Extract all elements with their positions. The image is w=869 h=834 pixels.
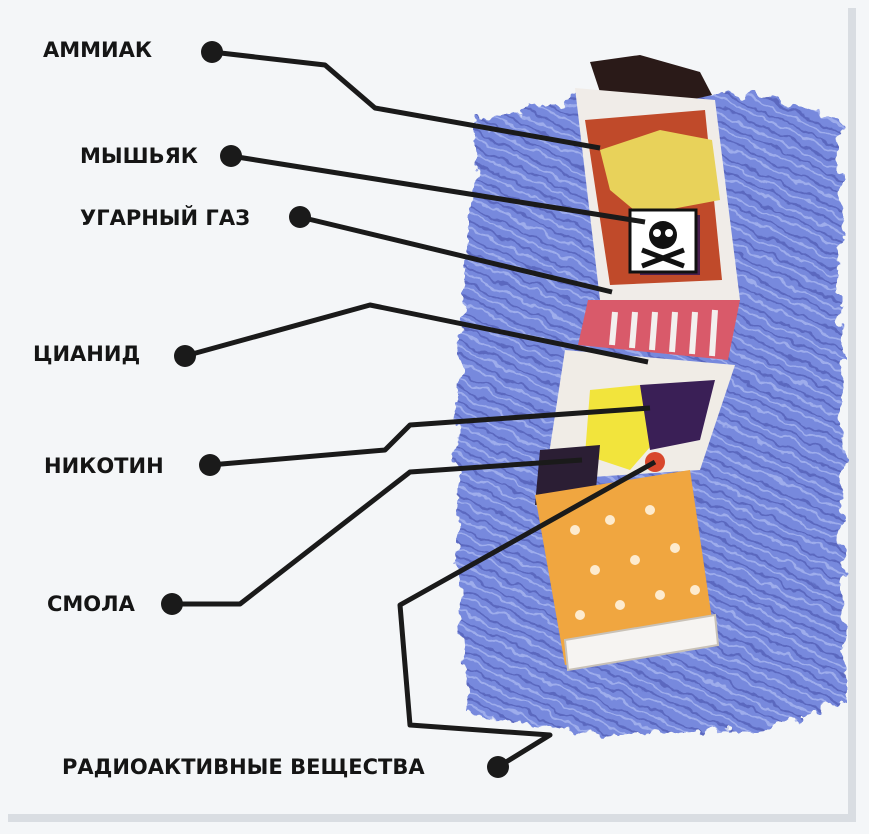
label-nicotine: НИКОТИН <box>44 456 164 477</box>
label-carbon-monoxide: УГАРНЫЙ ГАЗ <box>80 208 250 229</box>
endpoint-dot-ammonia <box>201 41 223 63</box>
endpoint-dot-nicotine <box>199 454 221 476</box>
endpoint-dot-tar <box>161 593 183 615</box>
endpoint-dot-arsenic <box>220 145 242 167</box>
label-ammonia: АММИАК <box>43 40 152 61</box>
endpoint-dot-cyanide <box>174 345 196 367</box>
endpoint-dot-carbon-monoxide <box>289 206 311 228</box>
endpoint-dot-radioactive <box>487 756 509 778</box>
label-radioactive: РАДИОАКТИВНЫЕ ВЕЩЕСТВА <box>62 757 425 778</box>
label-arsenic: МЫШЬЯК <box>80 146 198 167</box>
label-cyanide: ЦИАНИД <box>33 344 140 365</box>
label-tar: СМОЛА <box>47 594 135 615</box>
